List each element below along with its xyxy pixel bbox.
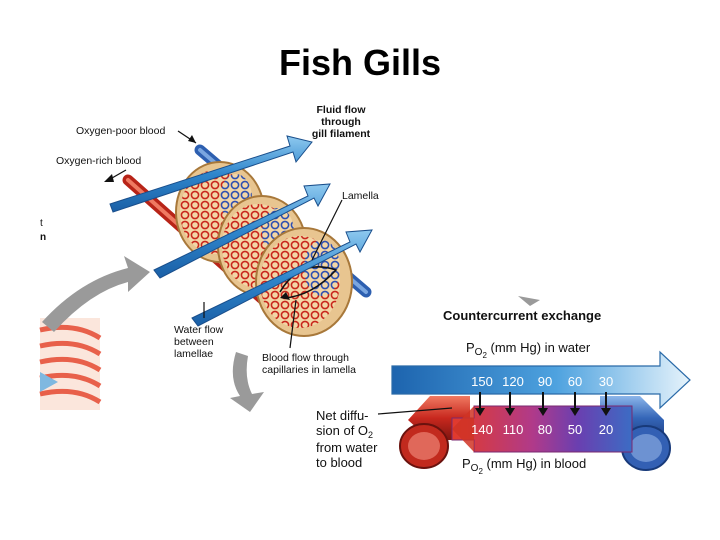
net-diffusion-o2-sub: 2 [368,430,374,440]
label-fluid-flow-line: gill filament [311,128,371,140]
zoom-arrow-left [42,256,150,332]
water-po2-label: PO2 (mm Hg) in water [466,340,591,360]
label-fluid-flow-line: Fluid flow [316,104,366,116]
label-oxygen-rich-blood: Oxygen-rich blood [56,155,142,167]
blood-po2-o: O [470,463,479,474]
label-water-flow-line: Water flow [174,324,224,336]
water-po2-o: O [474,347,483,358]
label-water-flow-line: lamellae [174,348,214,360]
label-fluid-flow: Fluid flow through gill filament [306,104,376,140]
blood-po2-label: PO2 (mm Hg) in blood [462,456,587,476]
blood-value: 20 [599,422,613,437]
water-value: 120 [502,374,524,389]
blood-value: 50 [568,422,582,437]
net-diffusion-line: from water [316,440,378,455]
fish-gill-arches [39,318,102,410]
blood-po2-2: 2 [478,467,483,476]
countercurrent-panel: 150 120 90 60 30 140 110 80 50 20 [377,350,691,471]
gill-filament [122,144,372,337]
diffusion-arrows [479,392,607,410]
label-fluid-flow-line: through [321,116,361,128]
water-po2-p: P [466,340,475,355]
label-lamella: Lamella [342,190,379,202]
net-diffusion-o: sion of O [316,423,369,438]
label-water-flow: Water flow between lamellae [174,324,223,360]
net-diffusion-line: Net diffu- [316,408,369,423]
cropped-text-fragment: n [40,232,47,243]
label-blood-flow-line: Blood flow through [262,352,349,364]
water-value: 30 [599,374,613,389]
label-blood-flow-line: capillaries in lamella [262,364,356,376]
blood-value: 110 [503,422,524,437]
water-po2-rest: (mm Hg) in water [486,340,591,355]
blood-po2-p: P [462,456,471,471]
blood-value: 80 [538,422,552,437]
blood-po2-rest: (mm Hg) in blood [482,456,587,471]
label-water-flow-line: between [174,336,214,348]
water-po2-2: 2 [482,351,487,360]
blood-value: 140 [471,422,493,437]
label-net-diffusion: Net diffu- sion of O2 from water to bloo… [316,408,377,470]
water-flow-arrows [109,135,373,327]
zoom-arrow-right [518,296,540,306]
cropped-text-fragment: t [40,218,43,229]
net-diffusion-line: to blood [316,455,363,470]
slide-title: Fish Gills [278,42,442,83]
label-blood-flow: Blood flow through capillaries in lamell… [262,352,356,376]
net-diffusion-line: sion of O2 [316,423,377,440]
water-value: 60 [568,374,582,389]
water-value: 150 [471,374,493,389]
label-oxygen-poor-blood: Oxygen-poor blood [76,125,166,137]
countercurrent-title: Countercurrent exchange [443,308,602,323]
water-value: 90 [538,374,552,389]
zoom-arrow-down [230,352,264,412]
